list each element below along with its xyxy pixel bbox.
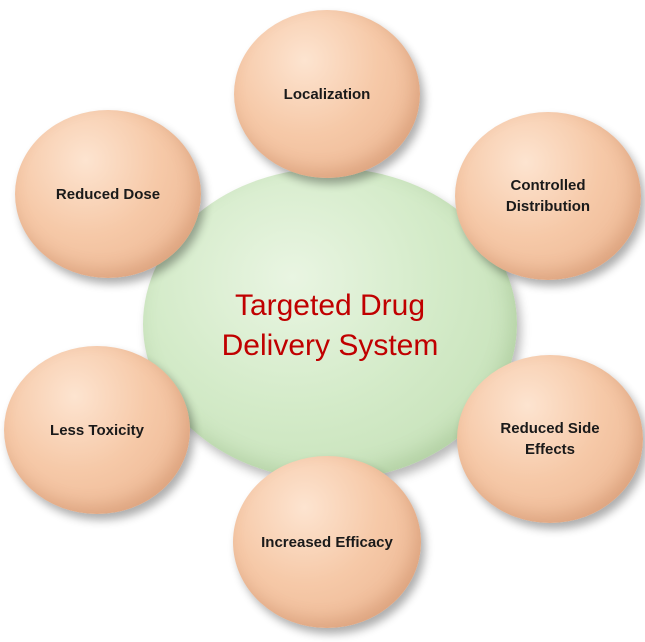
node-reduced-side-effects: Reduced Side Effects bbox=[457, 355, 643, 523]
node-controlled-distribution: Controlled Distribution bbox=[455, 112, 641, 280]
center-circle: Targeted Drug Delivery System bbox=[143, 168, 517, 480]
node-label: Increased Efficacy bbox=[261, 533, 393, 551]
node-label: Controlled Distribution bbox=[505, 177, 591, 215]
node-reduced-dose: Reduced Dose bbox=[15, 110, 201, 278]
node-increased-efficacy: Increased Efficacy bbox=[233, 456, 421, 628]
center-title: Targeted Drug Delivery System bbox=[221, 289, 439, 362]
node-less-toxicity: Less Toxicity bbox=[4, 346, 190, 514]
node-label: Localization bbox=[283, 85, 371, 103]
node-label: Less Toxicity bbox=[50, 421, 144, 439]
node-label: Reduced Side Effects bbox=[500, 420, 600, 458]
node-label: Reduced Dose bbox=[55, 185, 161, 203]
node-localization: Localization bbox=[234, 10, 420, 178]
